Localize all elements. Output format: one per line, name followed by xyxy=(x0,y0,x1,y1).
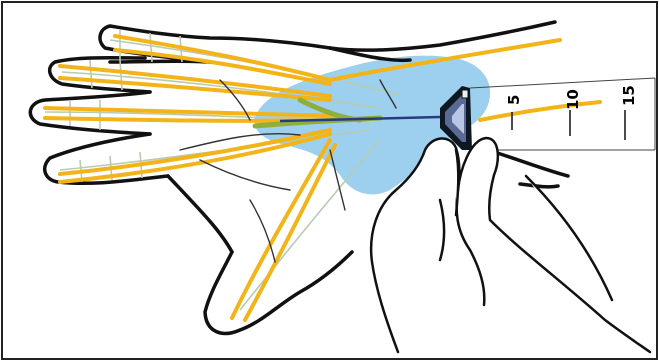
scale-tick-15-label: 15 xyxy=(620,85,638,106)
scale-tick-5-label: 5 xyxy=(505,95,523,105)
scale-tick-10-label: 10 xyxy=(564,89,582,110)
